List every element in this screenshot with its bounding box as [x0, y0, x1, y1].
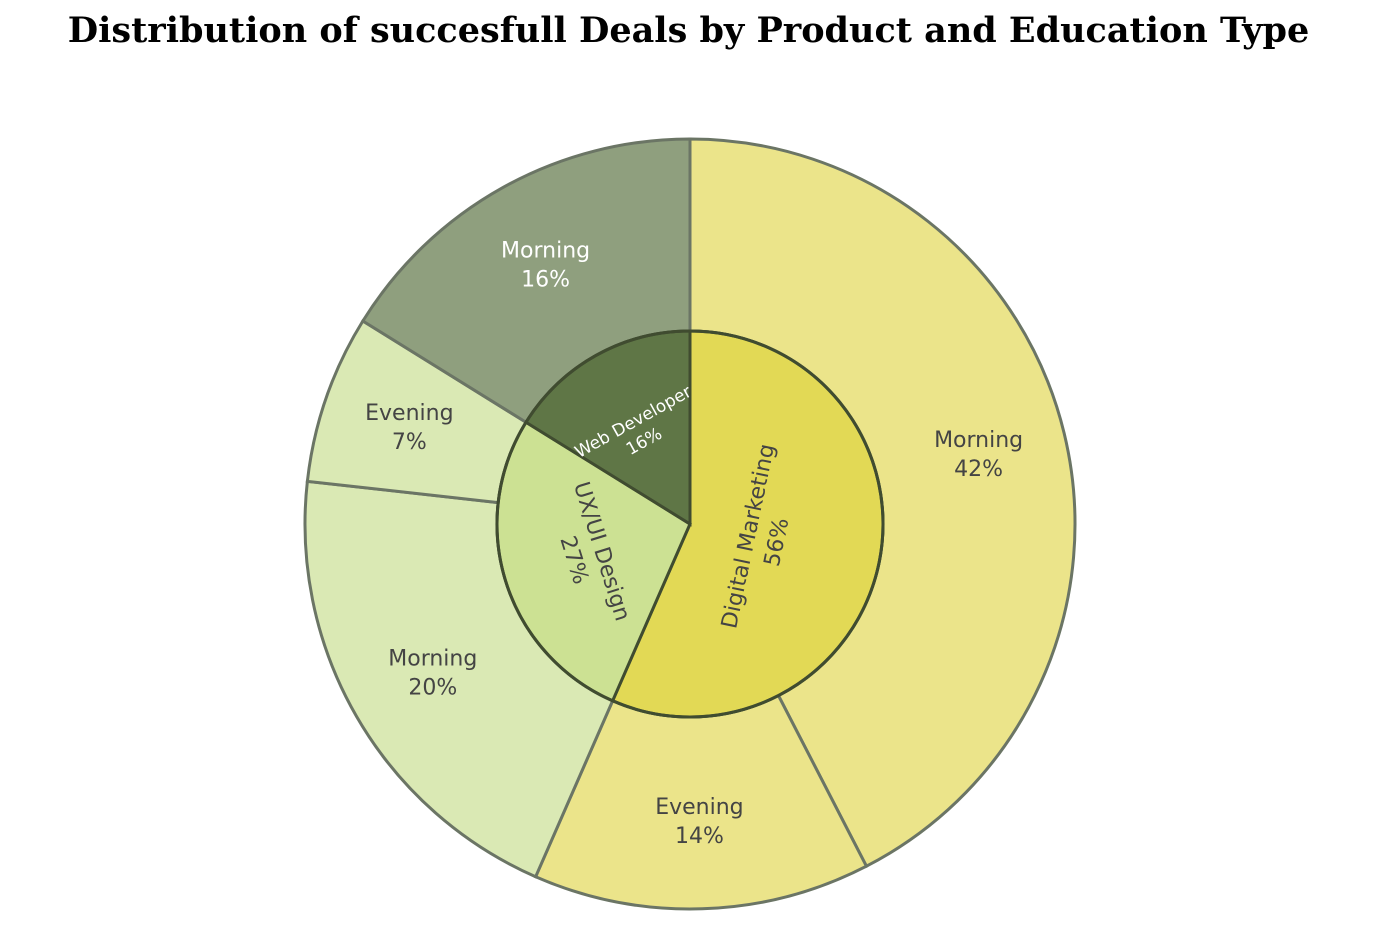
inner-ring [495, 329, 885, 719]
inner-ring-border [495, 329, 885, 719]
chart-title: Distribution of succesfull Deals by Prod… [67, 10, 1310, 51]
